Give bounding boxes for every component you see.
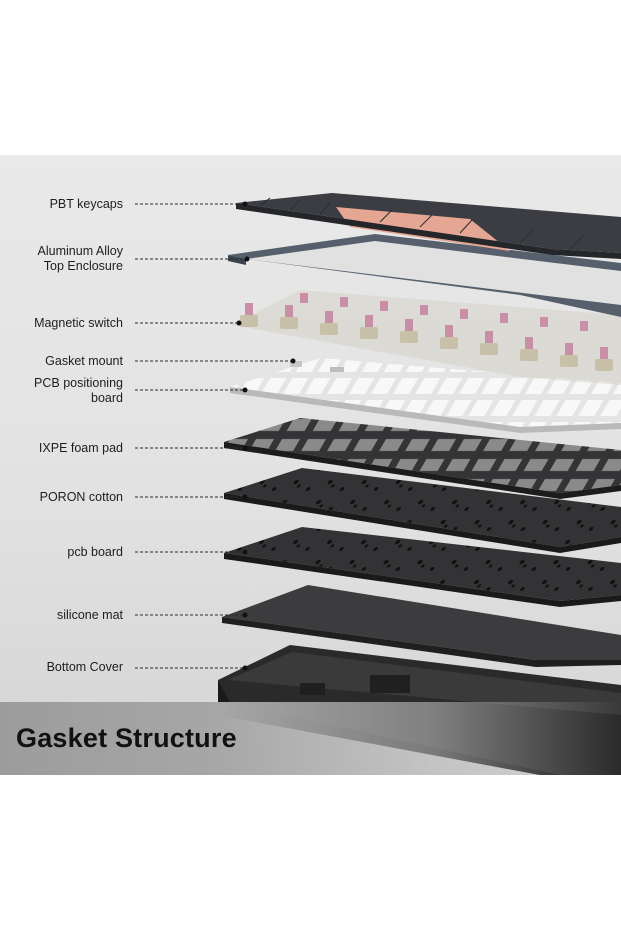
pcb-board-shape xyxy=(224,527,621,607)
top-enclosure-shape xyxy=(228,234,621,317)
label-silicone-mat: silicone mat xyxy=(57,608,123,622)
leader-lines xyxy=(135,203,292,669)
label-poron-cotton: PORON cotton xyxy=(39,490,123,504)
ixpe-foam-shape xyxy=(224,418,621,499)
label-pcb-board: pcb board xyxy=(67,545,123,559)
label-gasket-mount: Gasket mount xyxy=(45,354,123,368)
label-ixpe-foam-pad: IXPE foam pad xyxy=(38,441,123,455)
label-top-enclosure: Aluminum Alloy Top Enclosure xyxy=(37,244,123,273)
exploded-diagram: PBT keycaps Aluminum Alloy Top Enclosure… xyxy=(0,155,621,775)
label-pbt-keycaps: PBT keycaps xyxy=(49,197,123,211)
label-magnetic-switch: Magnetic switch xyxy=(34,316,123,330)
label-pcb-positioning-board: PCB positioning board xyxy=(34,376,123,405)
label-bottom-cover: Bottom Cover xyxy=(46,660,123,674)
leader-dots xyxy=(236,201,296,671)
title-banner xyxy=(0,702,621,775)
magnetic-switches-shape xyxy=(232,290,621,385)
page-title: Gasket Structure xyxy=(16,723,237,753)
silicone-mat-shape xyxy=(222,585,621,667)
poron-cotton-shape xyxy=(224,468,621,553)
keycaps-shape xyxy=(236,193,621,259)
gasket-mount-shape xyxy=(290,361,344,372)
